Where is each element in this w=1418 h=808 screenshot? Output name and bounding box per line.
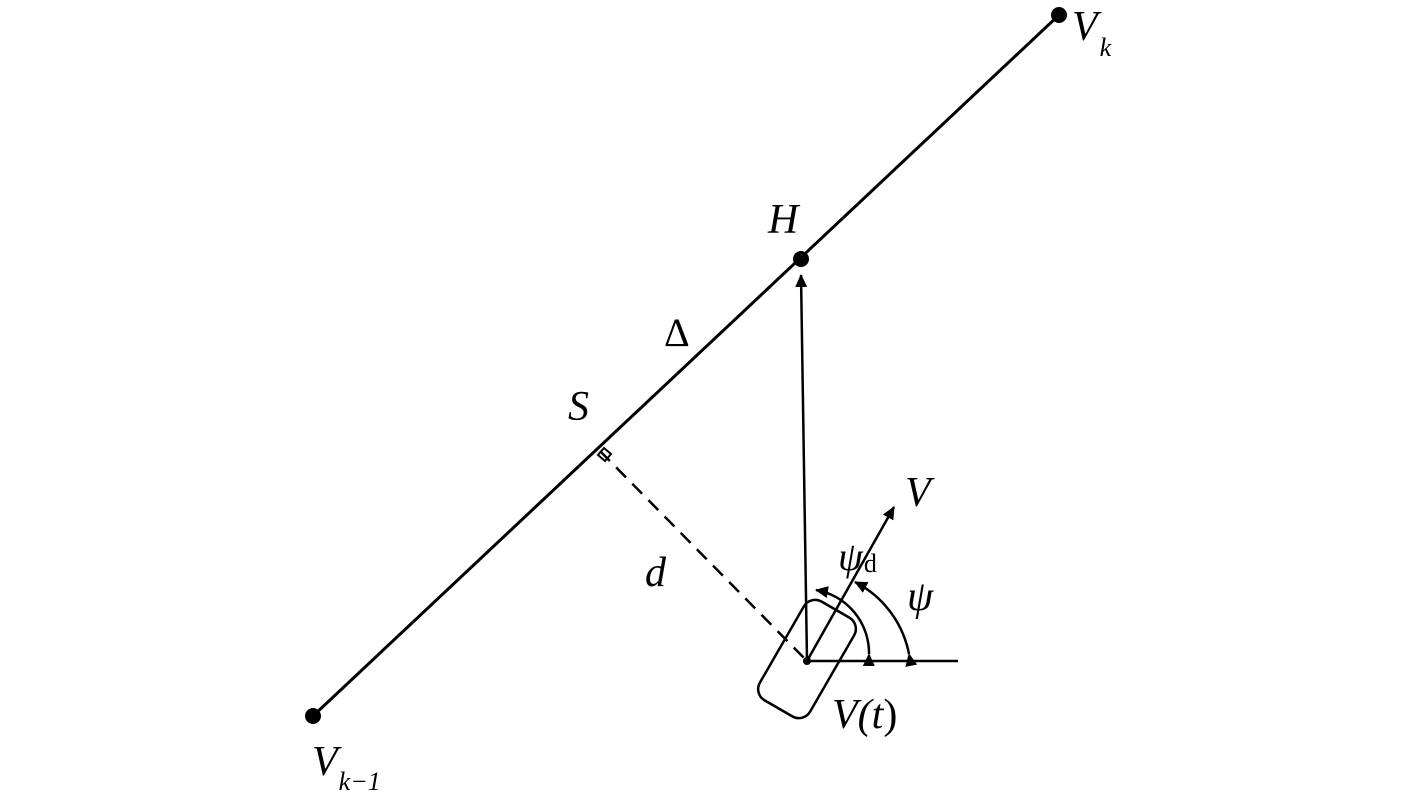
label-vk-minus-1: Vk−1	[312, 739, 381, 796]
point-h-dot	[793, 251, 809, 267]
los-vector-arrow	[795, 274, 809, 662]
label-vt: V(t)	[832, 692, 897, 738]
velocity-vector-arrow	[805, 506, 896, 662]
label-v: V	[905, 470, 935, 516]
label-psi-d: ψd	[838, 534, 877, 579]
psi-d-angle-arc	[815, 586, 875, 667]
path-segment-line	[311, 13, 1061, 718]
waypoint-vk-1-dot	[305, 708, 321, 724]
label-psi: ψ	[907, 574, 934, 620]
label-d: d	[645, 550, 667, 596]
label-vk: Vk	[1072, 4, 1112, 62]
label-delta: Δ	[664, 310, 690, 355]
right-angle-marker	[596, 446, 613, 463]
label-s: S	[568, 384, 589, 430]
vehicle-center-dot	[803, 657, 811, 665]
waypoint-vk-dot	[1051, 7, 1067, 23]
psi-angle-arc	[854, 580, 918, 667]
cross-track-distance-line	[599, 450, 808, 662]
label-h: H	[767, 197, 801, 243]
